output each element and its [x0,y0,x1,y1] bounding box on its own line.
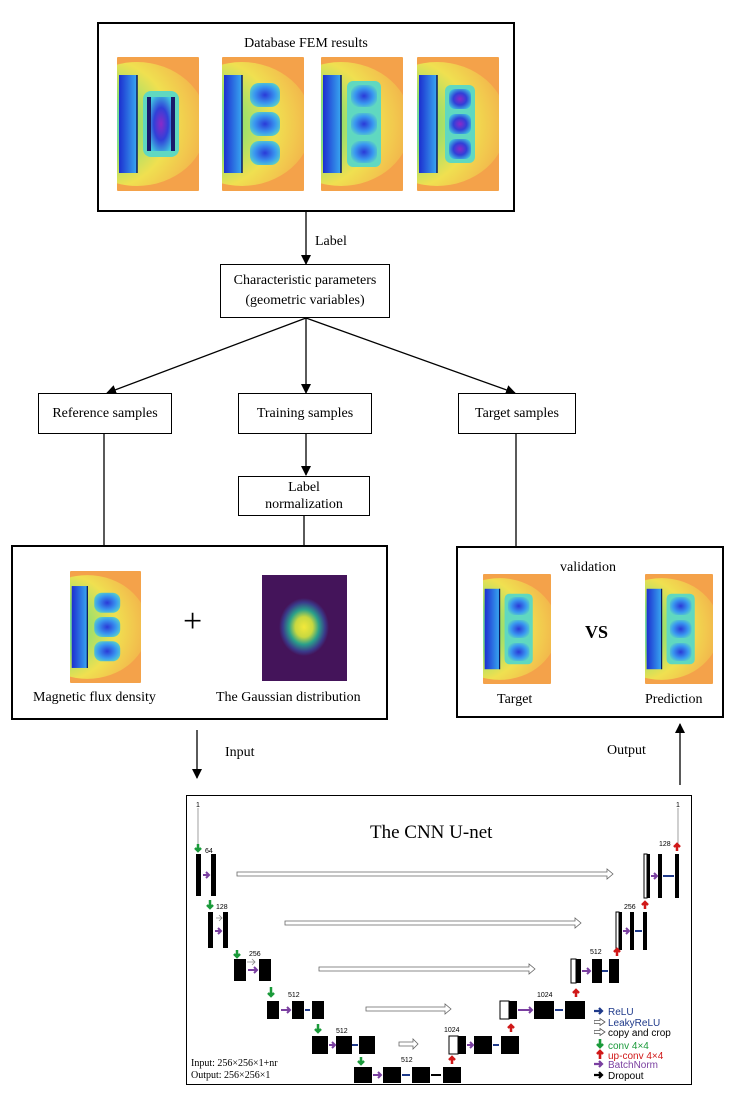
unet-diagram: The CNN U-net [186,795,692,1085]
arrow-to-reference [106,317,307,395]
vs-label: VS [585,622,609,642]
legend-label: Dropout [608,1070,644,1082]
legend-label: BatchNorm [608,1060,659,1071]
validation-panel: validation VS Target Prediction [456,546,724,718]
label-normalization-line2: normalization [265,497,343,512]
unet-label-dec1: 128 [659,841,671,848]
legend-item: conv 4×4 [594,1038,649,1052]
arrow-to-target [305,317,516,395]
unet-graphic [194,808,681,1083]
arrow-right-icon [594,1070,608,1082]
fem-image-2 [222,57,304,191]
target-samples-box: Target samples [458,393,576,434]
fem-image-4 [417,57,499,191]
fem-image-3 [321,57,403,191]
fem-image-1 [117,57,199,191]
input-composition-panel: + Magnetic flux density The Gaussian dis… [11,545,388,720]
unet-io-output: Output: 256×256×1 [191,1070,271,1081]
unet-label-bottom: 512 [401,1057,413,1064]
legend-item: up-conv 4×4 [594,1049,663,1062]
plus-sign: + [183,603,203,640]
unet-label-dec-bottom: 1024 [444,1027,460,1034]
characteristic-parameters-box: Characteristic parameters (geometric var… [220,264,390,318]
label-normalization-box: Label normalization [238,476,370,516]
database-fem-box: Database FEM results [97,22,515,212]
legend-item: copy and crop [593,1027,671,1040]
characteristic-line1: Characteristic parameters [233,273,377,288]
legend-label: copy and crop [608,1028,671,1040]
edge-label-output: Output [607,743,646,758]
unet-label-enc3: 256 [249,951,261,958]
unet-label-out-ch: 1 [676,802,680,809]
arrow-right-icon [594,1060,608,1071]
unet-label-dec4: 1024 [537,992,553,999]
legend-label: conv 4×4 [608,1040,649,1052]
legend-item: BatchNorm [594,1060,658,1071]
edge-label-label: Label [315,234,347,249]
validation-title: validation [560,560,616,575]
unet-label-in-ch: 1 [196,802,200,809]
unet-label-dec3: 512 [590,949,602,956]
legend-item: Dropout [594,1071,644,1082]
hollow-arrow-right-icon [593,1017,608,1029]
unet-label-enc1: 64 [205,848,213,855]
legend-item: LeakyReLU [593,1017,661,1029]
reference-samples-box: Reference samples [38,393,172,434]
legend-label: ReLU [608,1007,634,1018]
unet-title: The CNN U-net [370,822,493,843]
characteristic-line2: (geometric variables) [245,293,365,308]
magnetic-flux-density-image [70,571,141,683]
hollow-arrow-right-icon [593,1027,608,1039]
caption-prediction: Prediction [645,692,703,707]
caption-target: Target [497,692,533,707]
training-samples-box: Training samples [238,393,372,434]
legend-item: ReLU [594,1007,634,1018]
target-image [483,574,551,684]
arrow-right-icon [594,1007,608,1018]
database-title: Database FEM results [244,36,368,51]
unet-io-input: Input: 256×256×1+nr [191,1058,278,1069]
unet-label-enc2: 128 [216,904,228,911]
prediction-image [645,574,713,684]
arrow-down-icon [594,1038,608,1052]
arrow-up-icon [594,1049,608,1062]
unet-label-enc4: 512 [288,992,300,999]
edge-label-input: Input [225,745,255,760]
legend-label: LeakyReLU [608,1017,661,1029]
legend-label: up-conv 4×4 [608,1051,664,1063]
unet-label-enc5: 512 [336,1028,348,1035]
gaussian-distribution-image [262,575,347,681]
unet-label-dec2: 256 [624,904,636,911]
caption-magnetic-flux-density: Magnetic flux density [33,690,156,705]
label-normalization-line1: Label [288,480,320,495]
caption-gaussian-distribution: The Gaussian distribution [216,690,361,705]
